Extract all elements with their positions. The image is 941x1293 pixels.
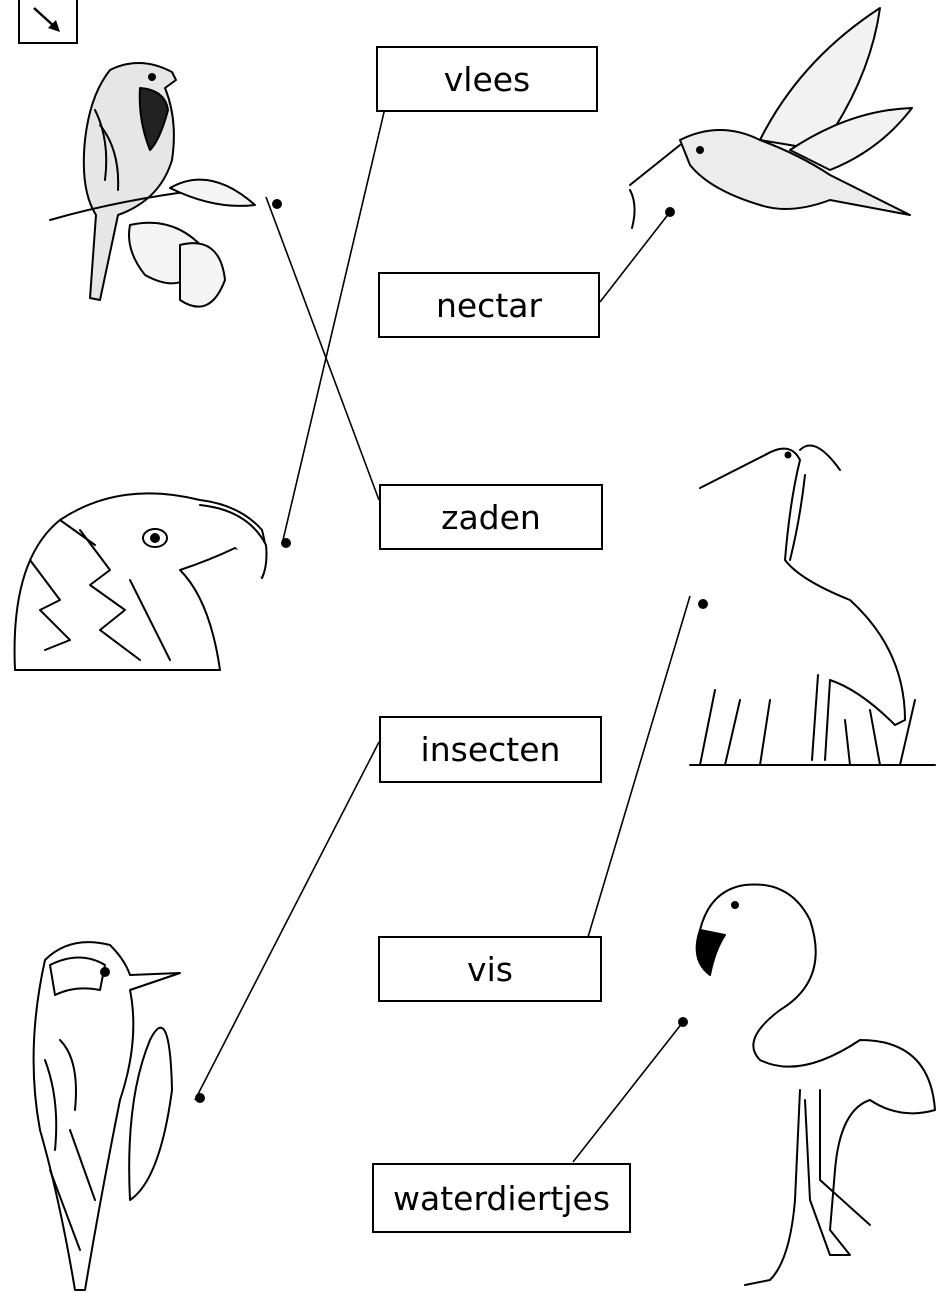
dot-hummingbird[interactable] (665, 207, 675, 217)
line-flamingo-waterdiertjes (573, 1022, 683, 1162)
dot-heron[interactable] (698, 599, 708, 609)
label-zaden[interactable]: zaden (379, 484, 603, 550)
woodpecker-illustration (34, 942, 180, 1290)
dot-sparrow[interactable] (272, 199, 282, 209)
line-sparrow-zaden (266, 197, 379, 500)
sparrow-illustration (50, 63, 255, 307)
label-nectar[interactable]: nectar (378, 272, 600, 338)
matching-lines (195, 108, 690, 1162)
heron-illustration (690, 446, 935, 766)
dot-eagle[interactable] (281, 538, 291, 548)
line-heron-vis (588, 596, 690, 937)
flamingo-illustration (697, 884, 935, 1285)
line-hummingbird-nectar (600, 212, 670, 302)
hummingbird-illustration (630, 8, 912, 228)
dot-woodpecker[interactable] (195, 1093, 205, 1103)
line-woodpecker-insecten (195, 742, 379, 1100)
label-vlees[interactable]: vlees (376, 46, 598, 112)
label-insecten[interactable]: insecten (379, 716, 602, 783)
dot-flamingo[interactable] (678, 1017, 688, 1027)
eagle-illustration (15, 493, 267, 670)
label-vis[interactable]: vis (378, 936, 602, 1002)
label-waterdiertjes[interactable]: waterdiertjes (372, 1163, 631, 1233)
